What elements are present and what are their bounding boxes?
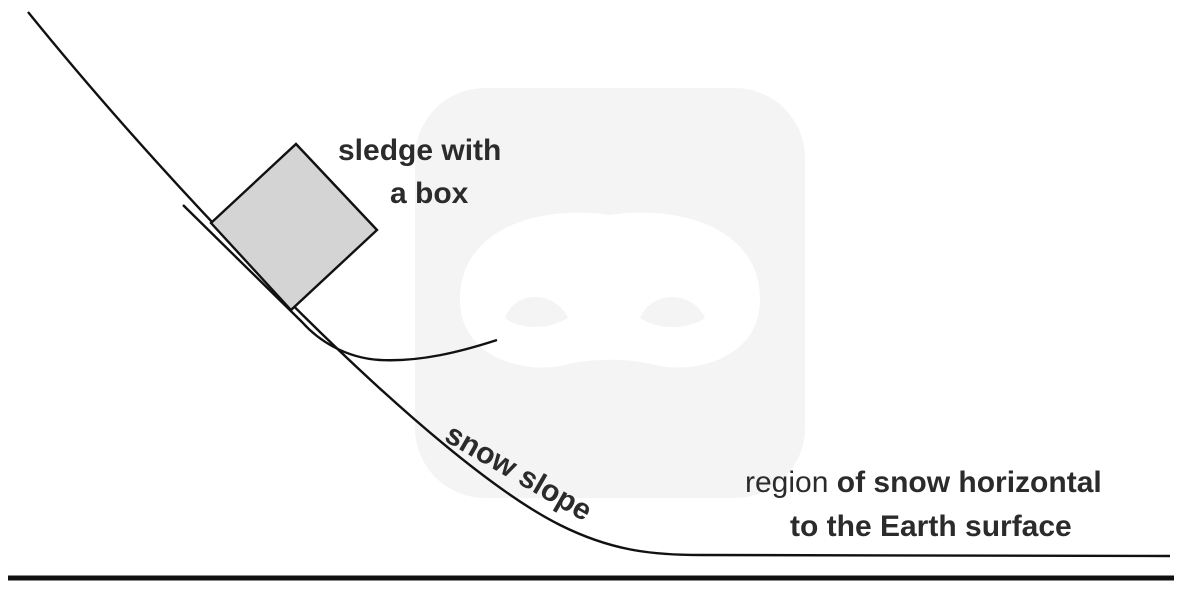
sledge-label-line1: sledge with: [338, 134, 501, 167]
sledge-label-line2: a box: [390, 177, 469, 210]
region-label-line2: to the Earth surface: [790, 510, 1072, 543]
snow-slope-curve: [27, 11, 1171, 558]
sledge-runner: [182, 204, 498, 362]
region-label-word: region: [745, 466, 828, 499]
box-on-sledge: [209, 142, 379, 312]
watermark-logo: [415, 88, 805, 498]
region-label-line1: region of snow horizontal: [745, 466, 1102, 499]
region-label-rest: of snow horizontal: [828, 466, 1101, 499]
